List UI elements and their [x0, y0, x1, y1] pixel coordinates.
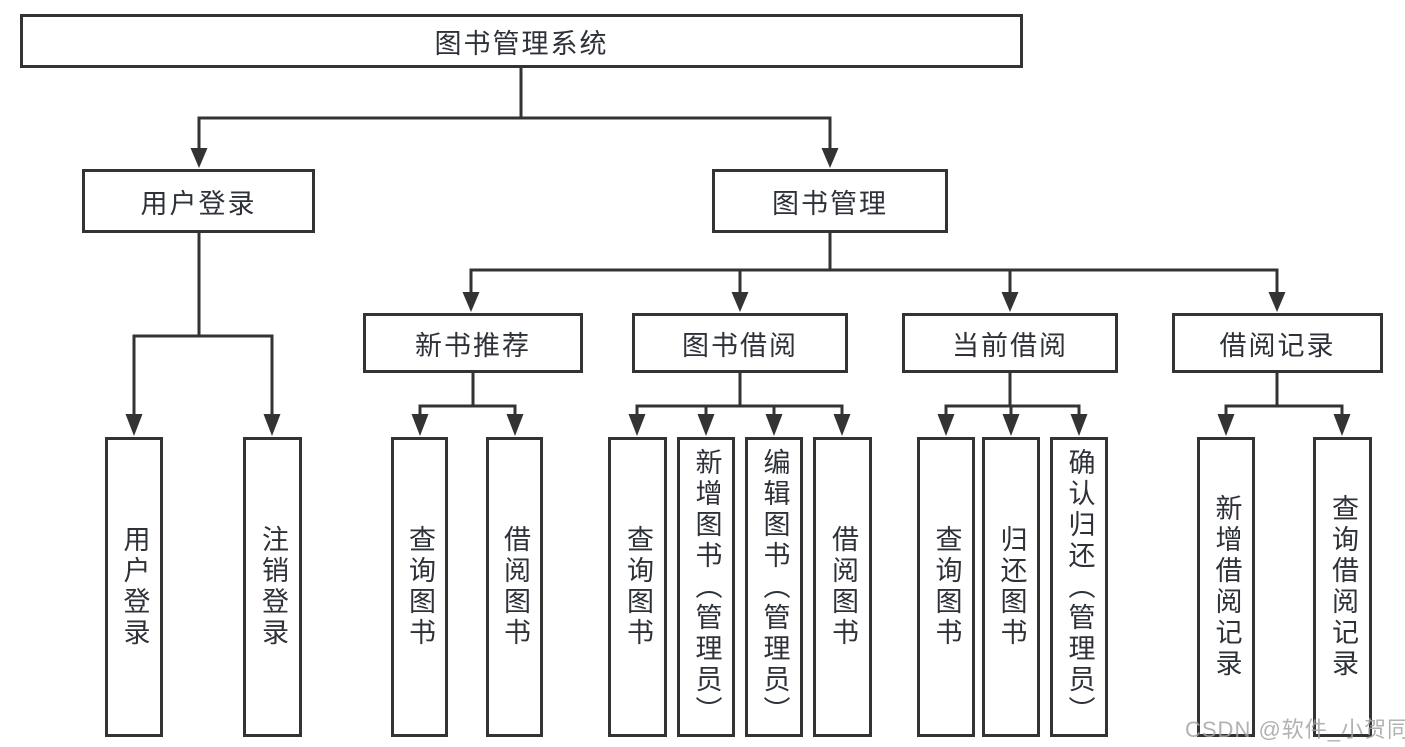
node-library-management-system: 图书管理系统 [20, 14, 1023, 68]
leaf-query-book-3-label: 查询图书 [931, 525, 962, 649]
leaf-return-book: 归还图书 [982, 437, 1040, 737]
leaf-edit-book-admin-label: 编辑图书（管理员） [759, 447, 790, 727]
leaf-edit-book-admin: 编辑图书（管理员） [745, 437, 803, 737]
leaf-query-book-1-label: 查询图书 [405, 525, 435, 649]
node-current-borrowing: 当前借阅 [902, 313, 1118, 373]
leaf-add-borrow-record-label: 新增借阅记录 [1211, 494, 1242, 680]
leaf-user-login: 用户登录 [105, 437, 163, 737]
leaf-borrow-book-1: 借阅图书 [486, 437, 543, 737]
leaf-query-book-3: 查询图书 [917, 437, 975, 737]
node-book-management: 图书管理 [712, 169, 948, 233]
watermark: CSDN @软件_小贺同学 [1185, 717, 1405, 742]
leaf-add-borrow-record: 新增借阅记录 [1197, 437, 1255, 737]
leaf-add-book-admin: 新增图书（管理员） [677, 437, 735, 737]
leaf-query-book-1: 查询图书 [391, 437, 448, 737]
leaf-borrow-book-2: 借阅图书 [813, 437, 872, 737]
leaf-query-book-2: 查询图书 [608, 437, 667, 737]
leaf-borrow-book-1-label: 借阅图书 [500, 525, 530, 649]
leaf-query-borrow-record: 查询借阅记录 [1313, 437, 1372, 737]
leaf-logout-label: 注销登录 [258, 525, 288, 649]
leaf-return-book-label: 归还图书 [996, 525, 1027, 649]
node-book-borrowing: 图书借阅 [632, 313, 848, 373]
leaf-add-book-admin-label: 新增图书（管理员） [691, 447, 722, 727]
leaf-confirm-return-admin: 确认归还（管理员） [1050, 437, 1108, 737]
node-user-login: 用户登录 [82, 169, 315, 233]
leaf-query-book-2-label: 查询图书 [623, 525, 653, 649]
leaf-confirm-return-admin-label: 确认归还（管理员） [1064, 447, 1095, 727]
node-borrowing-records: 借阅记录 [1172, 313, 1383, 373]
leaf-logout: 注销登录 [243, 437, 302, 737]
node-new-book-recommendation: 新书推荐 [363, 313, 583, 373]
leaf-user-login-label: 用户登录 [119, 525, 150, 649]
leaf-query-borrow-record-label: 查询借阅记录 [1328, 494, 1358, 680]
leaf-borrow-book-2-label: 借阅图书 [828, 525, 858, 649]
